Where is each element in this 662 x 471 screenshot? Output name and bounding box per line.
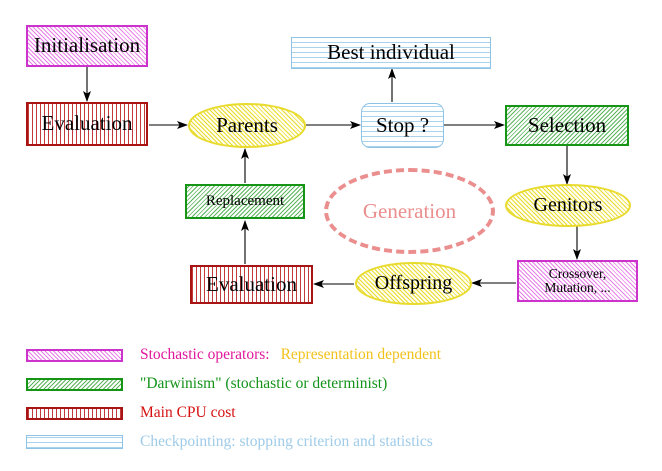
legend-row-darwinism: "Darwinism" (stochastic or determinist) xyxy=(0,373,662,395)
node-offspring[interactable]: Offspring xyxy=(355,262,472,305)
node-best-individual[interactable]: Best individual xyxy=(291,37,491,69)
node-best-individual-label: Best individual xyxy=(327,40,455,65)
legend-row-checkpointing: Checkpointing: stopping criterion and st… xyxy=(0,431,662,453)
node-evaluation-top-label: Evaluation xyxy=(41,111,133,136)
node-offspring-label: Offspring xyxy=(374,272,453,295)
node-parents[interactable]: Parents xyxy=(188,103,306,148)
node-replacement-label: Replacement xyxy=(205,192,285,209)
node-evaluation-top[interactable]: Evaluation xyxy=(26,102,148,146)
node-evaluation-bottom[interactable]: Evaluation xyxy=(190,265,313,304)
node-crossover-label-line1: Crossover, xyxy=(548,266,607,282)
node-stop-label: Stop ? xyxy=(375,112,430,137)
node-initialisation-label: Initialisation xyxy=(33,33,141,58)
legend-swatch-blue-hatch xyxy=(26,435,123,449)
node-initialisation[interactable]: Initialisation xyxy=(26,25,148,67)
node-genitors-label: Genitors xyxy=(533,194,603,217)
legend: Stochastic operators: Representation dep… xyxy=(0,338,662,458)
node-selection-label: Selection xyxy=(527,112,607,137)
legend-label-darwinism: "Darwinism" (stochastic or determinist) xyxy=(140,375,388,392)
node-crossover-label-line2: Mutation, ... xyxy=(544,280,611,295)
legend-label-representation-dependent: Representation dependent xyxy=(280,346,442,363)
node-selection[interactable]: Selection xyxy=(505,105,629,146)
legend-label-checkpointing: Checkpointing: stopping criterion and st… xyxy=(140,433,433,450)
legend-swatch-magenta-hatch xyxy=(26,348,123,362)
node-generation-label: Generation xyxy=(362,198,457,223)
node-replacement[interactable]: Replacement xyxy=(185,184,305,219)
node-stop[interactable]: Stop ? xyxy=(361,103,444,148)
legend-label-main-cpu-cost: Main CPU cost xyxy=(140,404,236,421)
legend-swatch-red-hatch xyxy=(26,406,123,420)
legend-swatch-green-hatch xyxy=(26,377,123,391)
node-parents-label: Parents xyxy=(216,112,278,137)
node-crossover-mutation[interactable]: Crossover, Mutation, ... xyxy=(517,260,638,302)
node-evaluation-bottom-label: Evaluation xyxy=(206,271,297,296)
legend-label-stochastic-operators: Stochastic operators: xyxy=(140,346,270,363)
legend-row-main-cpu-cost: Main CPU cost xyxy=(0,402,662,424)
node-generation: Generation xyxy=(324,168,495,254)
node-genitors[interactable]: Genitors xyxy=(505,184,631,227)
legend-row-stochastic-operators: Stochastic operators: Representation dep… xyxy=(0,344,662,366)
